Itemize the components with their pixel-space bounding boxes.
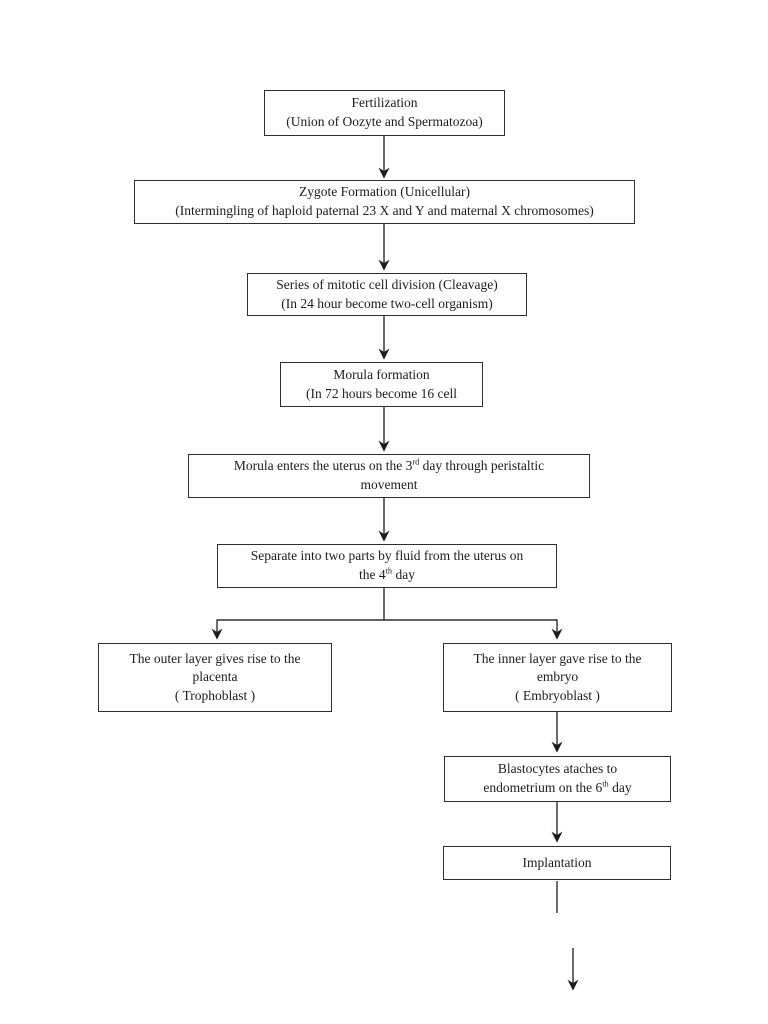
node-fluid-separation-label: Separate into two parts by fluid from th… — [218, 546, 556, 585]
ordinal-superscript: rd — [412, 457, 420, 467]
node-embryoblast-label: The inner layer gave rise to the embryo … — [473, 650, 642, 703]
node-implantation: Implantation — [443, 846, 671, 880]
text-segment: Morula enters the uterus on the 3 — [233, 458, 413, 474]
node-morula-uterus-entry: Morula enters the uterus on the 3rd day … — [188, 454, 590, 498]
node-morula-formation-label: Morula formation (In 72 hours become 16 … — [305, 366, 458, 401]
node-fertilization: Fertilization (Union of Oozyte and Sperm… — [264, 90, 505, 136]
ordinal-superscript: th — [602, 779, 609, 789]
node-trophoblast-label: The outer layer gives rise to the placen… — [129, 650, 301, 703]
node-embryoblast: The inner layer gave rise to the embryo … — [443, 643, 672, 712]
node-cleavage-label: Series of mitotic cell division (Cleavag… — [276, 276, 498, 311]
node-zygote-formation-label: Zygote Formation (Unicellular) (Intermin… — [175, 184, 594, 218]
text-segment: Blastocytes ataches to endometrium on th… — [483, 761, 618, 795]
text-segment: Separate into two parts by fluid from th… — [250, 548, 524, 582]
text-segment: day — [392, 567, 416, 582]
node-fertilization-label: Fertilization (Union of Oozyte and Sperm… — [286, 95, 483, 129]
node-blastocyte-attachment-label: Blastocytes ataches to endometrium on th… — [445, 759, 670, 798]
node-blastocyte-attachment: Blastocytes ataches to endometrium on th… — [444, 756, 671, 802]
node-implantation-label: Implantation — [522, 854, 592, 870]
node-fluid-separation: Separate into two parts by fluid from th… — [217, 544, 557, 588]
text-segment: day through peristaltic movement — [360, 458, 545, 492]
node-zygote-formation: Zygote Formation (Unicellular) (Intermin… — [134, 180, 635, 224]
ordinal-superscript: th — [385, 566, 393, 576]
node-trophoblast: The outer layer gives rise to the placen… — [98, 643, 332, 712]
node-morula-formation: Morula formation (In 72 hours become 16 … — [280, 362, 483, 407]
text-segment: day — [608, 780, 632, 795]
node-cleavage: Series of mitotic cell division (Cleavag… — [247, 273, 527, 316]
node-morula-uterus-entry-label: Morula enters the uterus on the 3rd day … — [189, 456, 589, 495]
